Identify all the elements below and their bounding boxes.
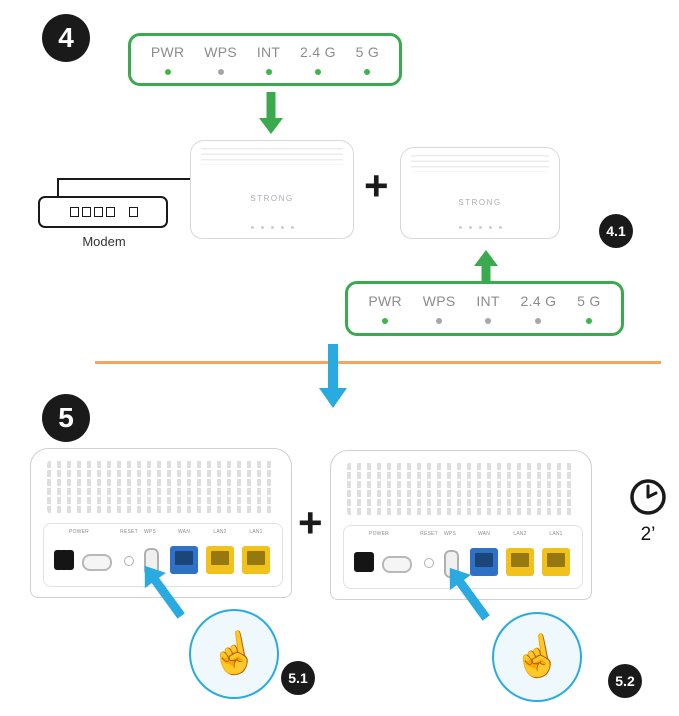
- router-brand-label: STRONG: [458, 197, 502, 207]
- led-label-wps: WPS: [422, 293, 456, 309]
- modem-port-group: [70, 207, 115, 217]
- section-divider-line: [95, 361, 661, 364]
- modem-port: [129, 207, 138, 217]
- blue-arrow-down-icon: [319, 344, 347, 408]
- green-arrow-up-icon: [474, 250, 498, 288]
- led-item-24g: 2.4 G: [300, 44, 336, 75]
- led-label-wps: WPS: [204, 44, 238, 60]
- power-jack: [354, 552, 374, 572]
- led-label-int: INT: [476, 293, 500, 309]
- led-label-5g: 5 G: [577, 293, 601, 309]
- led-item-wps: WPS: [204, 44, 237, 75]
- reset-label: RESET: [420, 531, 438, 537]
- lan1-label: LAN1: [249, 529, 263, 535]
- led-label-int: INT: [256, 44, 281, 60]
- reset-button: [124, 556, 134, 566]
- tap-gesture-circle-2: ☝: [492, 612, 582, 702]
- tap-gesture-circle-1: ☝: [189, 609, 279, 699]
- power-jack: [54, 550, 74, 570]
- reset-label: RESET: [120, 529, 138, 535]
- lan1-label: LAN1: [549, 531, 563, 537]
- step-4-number: 4: [42, 14, 90, 62]
- wps-label: WPS: [444, 531, 456, 537]
- led-item-pwr: PWR: [151, 44, 185, 75]
- wan-port: [170, 546, 198, 574]
- lan2-label: LAN2: [213, 529, 227, 535]
- tap-hand-icon: ☝: [205, 628, 263, 680]
- led-label-pwr: PWR: [368, 293, 402, 309]
- modem-illustration: [38, 196, 168, 228]
- led-label-24g: 2.4 G: [520, 293, 557, 309]
- reset-button: [424, 558, 434, 568]
- led-dot-24g: [535, 318, 542, 324]
- led-status-panel-bottom: PWR WPS INT 2.4 G 5 G: [345, 281, 624, 336]
- mesh-router-front-1: STRONG: [190, 140, 354, 239]
- power-switch: [82, 554, 112, 571]
- power-switch: [382, 556, 412, 573]
- step-badge-5-2: 5.2: [608, 664, 642, 698]
- wan-label: WAN: [477, 531, 491, 537]
- wan-label: WAN: [177, 529, 191, 535]
- timer-duration-label: 2’: [640, 524, 656, 545]
- led-dot-wps: [217, 69, 224, 75]
- led-dot-5g: [364, 69, 371, 75]
- lan2-port: [506, 548, 534, 576]
- led-item-5g: 5 G: [577, 293, 600, 324]
- modem-label: Modem: [82, 234, 126, 249]
- led-label-pwr: PWR: [150, 44, 185, 60]
- led-dot-wps: [436, 318, 443, 324]
- blue-arrow-wps-2-icon: [449, 567, 490, 621]
- green-arrow-down-icon: [259, 92, 283, 134]
- led-label-5g: 5 G: [355, 44, 380, 60]
- led-dot-int: [265, 69, 272, 75]
- mesh-router-front-2: STRONG: [400, 147, 560, 239]
- led-item-int: INT: [476, 293, 499, 324]
- plus-sign-top: +: [364, 162, 389, 209]
- led-item-5g: 5 G: [356, 44, 379, 75]
- led-status-panel-top: PWR WPS INT 2.4 G 5 G: [128, 33, 402, 86]
- step-badge-4-1: 4.1: [599, 214, 633, 248]
- led-dot-5g: [585, 318, 592, 324]
- led-item-24g: 2.4 G: [521, 293, 557, 324]
- led-item-wps: WPS: [423, 293, 456, 324]
- wan-port: [470, 548, 498, 576]
- step-5-number: 5: [42, 394, 90, 442]
- lan2-port: [206, 546, 234, 574]
- plus-sign-bottom: +: [298, 499, 323, 546]
- lan2-label: LAN2: [513, 531, 527, 537]
- power-label: POWER: [369, 531, 389, 537]
- lan1-port: [542, 548, 570, 576]
- led-dot-int: [485, 318, 492, 324]
- clock-icon: [630, 479, 666, 515]
- ethernet-cable-line-horizontal: [57, 178, 191, 180]
- router-front-leds: [191, 226, 353, 229]
- tap-hand-icon: ☝: [508, 631, 566, 683]
- lan1-port: [242, 546, 270, 574]
- led-dot-pwr: [382, 318, 389, 324]
- router-top-ridges: [411, 155, 549, 172]
- led-dot-24g: [314, 69, 321, 75]
- step-badge-5-1: 5.1: [281, 661, 315, 695]
- led-label-24g: 2.4 G: [300, 44, 336, 60]
- wps-label: WPS: [144, 529, 156, 535]
- router-brand-label: STRONG: [250, 194, 294, 204]
- led-item-int: INT: [257, 44, 280, 75]
- led-item-pwr: PWR: [368, 293, 402, 324]
- vent-grille: [47, 459, 275, 515]
- ethernet-cable-line-vertical: [57, 178, 59, 197]
- router-front-leds: [401, 226, 559, 229]
- led-dot-pwr: [164, 69, 171, 75]
- vent-grille: [347, 461, 575, 517]
- router-top-ridges: [201, 148, 343, 165]
- power-label: POWER: [69, 529, 89, 535]
- blue-arrow-wps-1-icon: [144, 565, 185, 619]
